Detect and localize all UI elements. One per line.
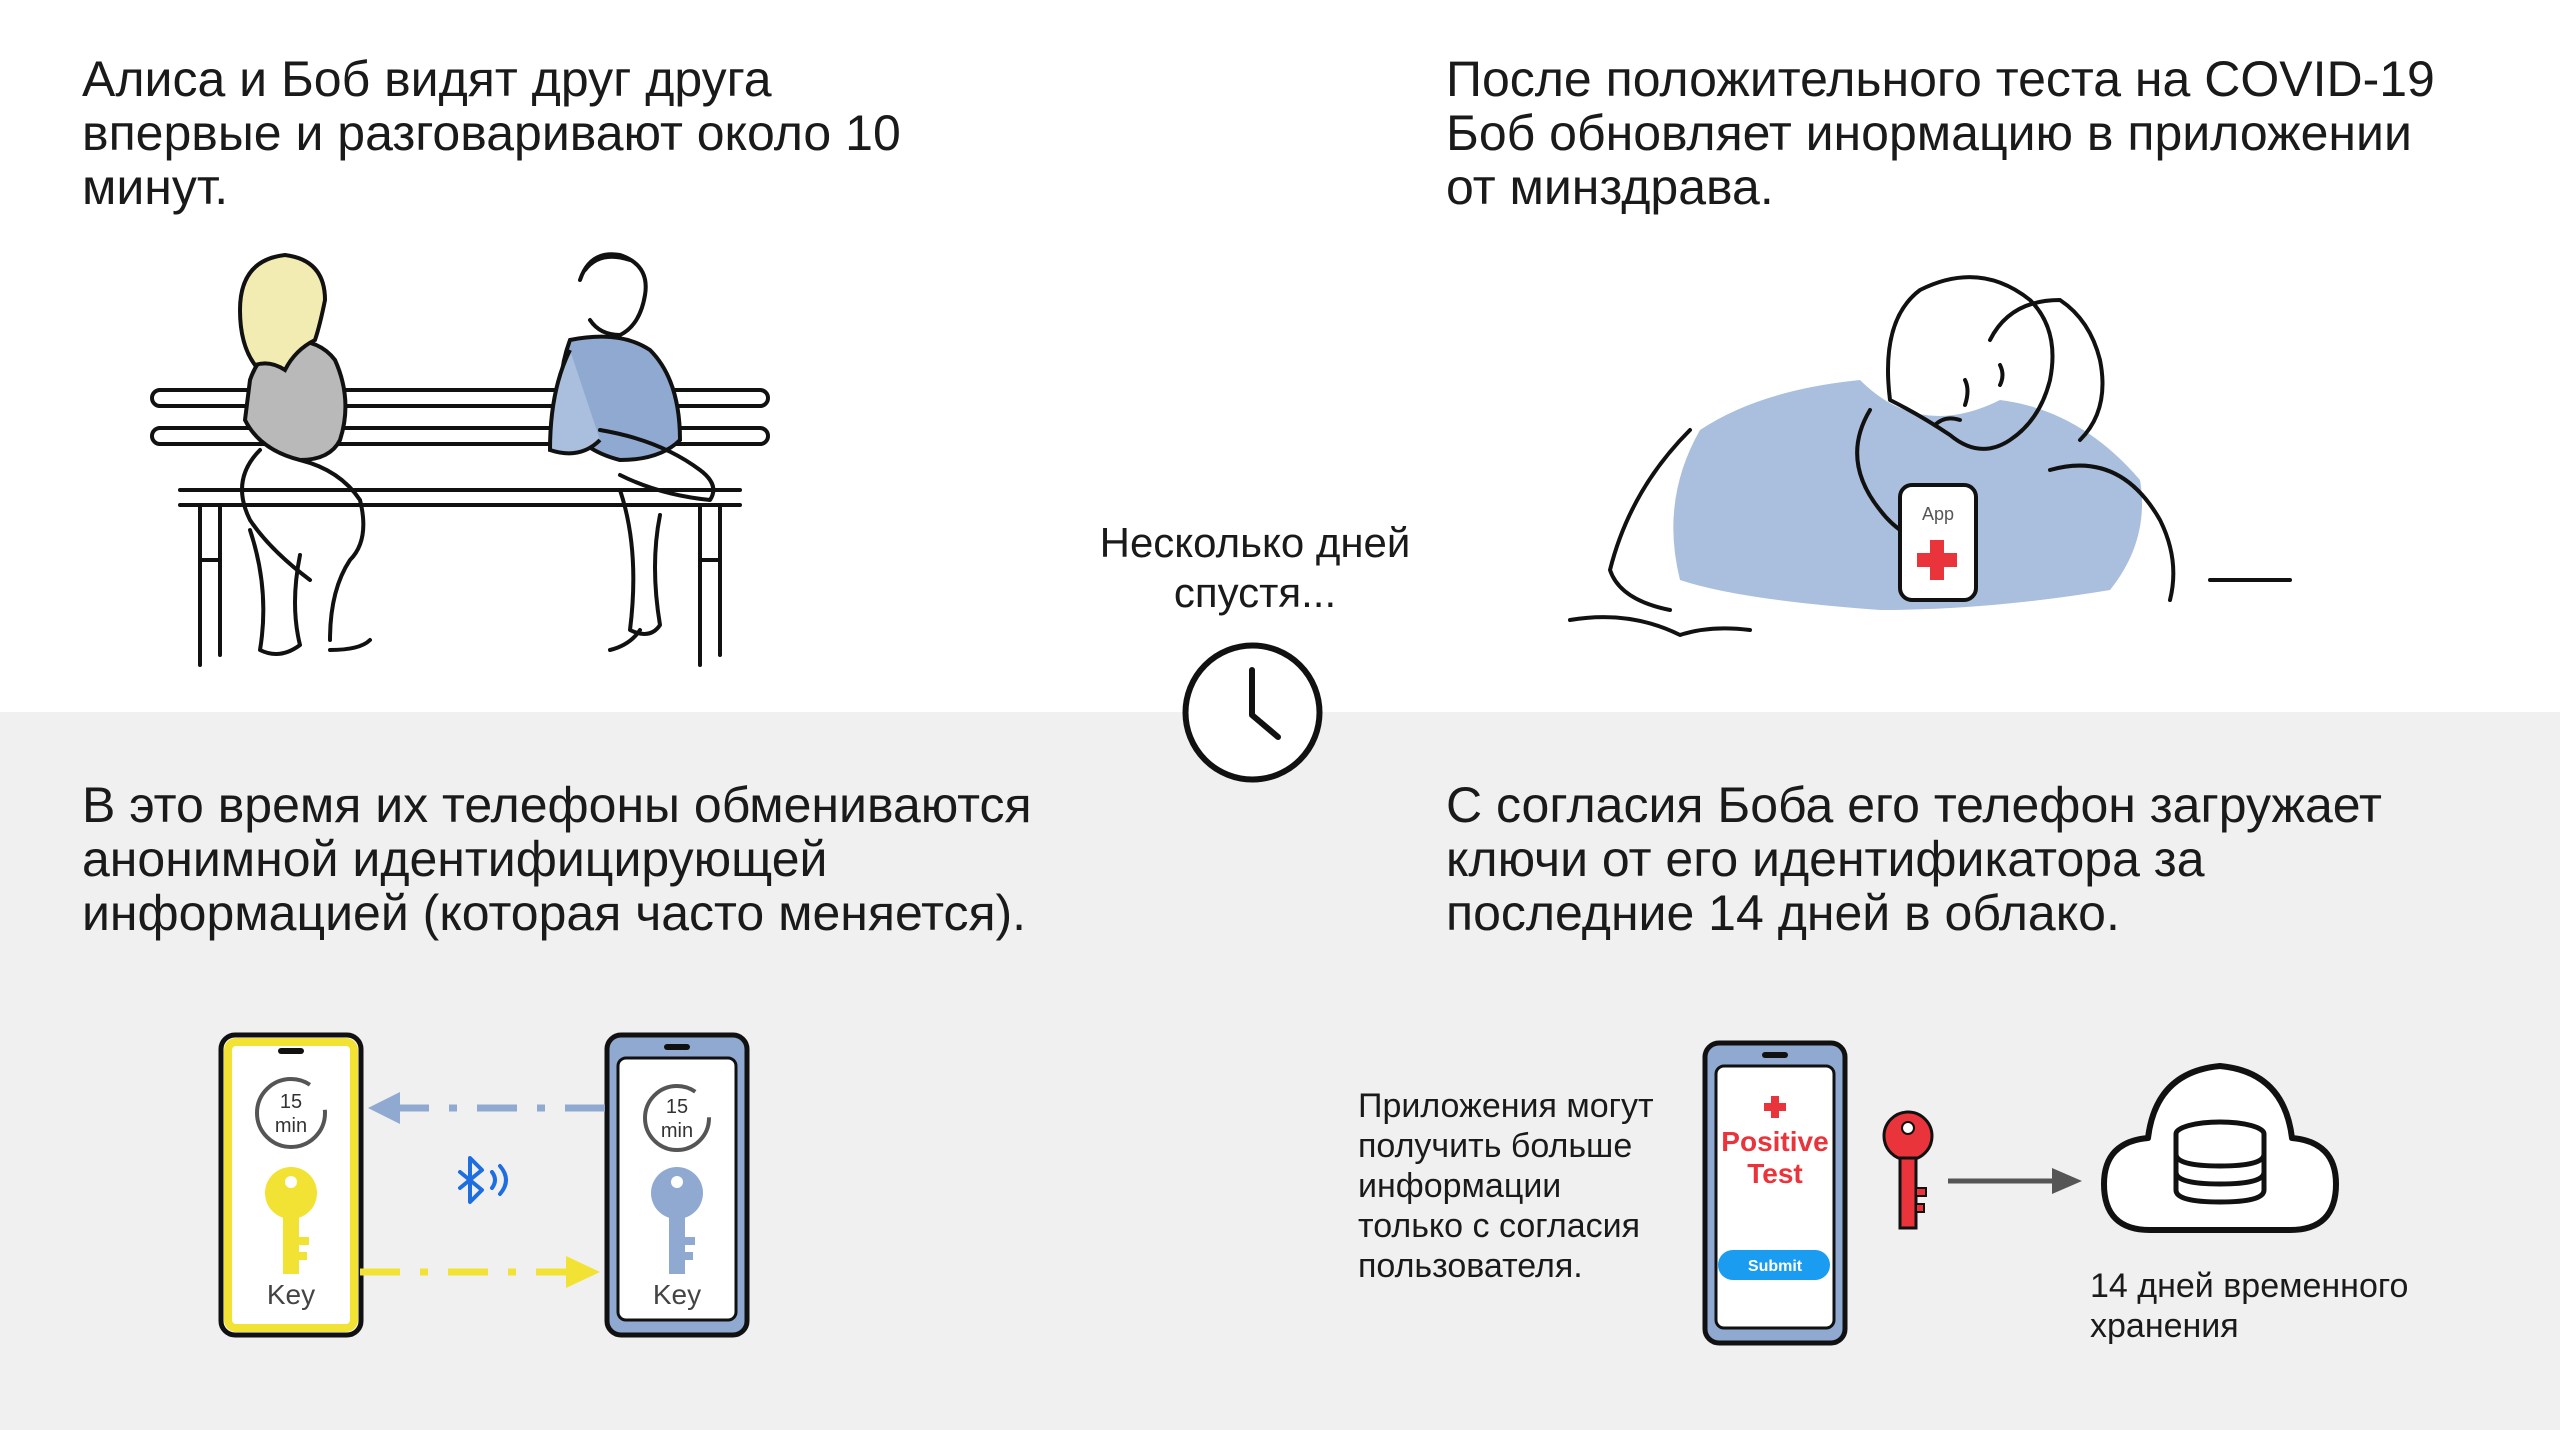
caption-line: После положительного теста на COVID-19	[1446, 51, 2435, 107]
key-label: Key	[267, 1279, 315, 1310]
caption-line: спустя...	[1173, 569, 1337, 616]
key-icon	[651, 1167, 703, 1274]
arrow-icon	[1948, 1168, 2082, 1194]
key-label: Key	[653, 1279, 701, 1310]
test-label: Test	[1747, 1158, 1803, 1189]
caption-line: ключи от его идентификатора за	[1446, 831, 2205, 887]
caption-line: анонимной идентифицирующей	[82, 831, 828, 887]
caption-line: Несколько дней	[1099, 519, 1411, 566]
positive-test-phone: Positive Test Submit	[1702, 1040, 1848, 1346]
bottom-background	[0, 712, 2560, 1430]
cloud-database-icon	[2101, 1063, 2339, 1233]
caption-line: минут.	[82, 159, 229, 215]
exchange-arrows	[360, 1092, 605, 1288]
arrow-icon	[360, 1256, 600, 1288]
caption-line: от минздрава.	[1446, 159, 1774, 215]
app-label: App	[1922, 504, 1954, 524]
caption-line: С согласия Боба его телефон загружает	[1446, 777, 2382, 833]
caption-line: информацией (которая часто меняется).	[82, 885, 1027, 941]
timer-unit: min	[661, 1120, 693, 1142]
positive-label: Positive	[1721, 1126, 1828, 1157]
note-line: информации	[1358, 1167, 1562, 1205]
caption-positive-test: После положительного теста на COVID-19 Б…	[1446, 52, 2435, 214]
timer-value: 15	[666, 1096, 688, 1118]
submit-button[interactable]	[1718, 1250, 1830, 1280]
submit-label: Submit	[1748, 1258, 1803, 1275]
cross-icon	[1764, 1096, 1786, 1118]
note-line: получить больше	[1358, 1127, 1633, 1165]
arrow-icon	[368, 1092, 605, 1124]
caption-line: последние 14 дней в облако.	[1446, 885, 2120, 941]
bluetooth-icon	[458, 1156, 508, 1204]
caption-exchange: В это время их телефоны обмениваются ано…	[82, 778, 1032, 940]
caption-line: впервые и разговаривают около 10	[82, 105, 901, 161]
clock-icon	[1182, 642, 1323, 783]
note-line: только с согласия	[1358, 1207, 1641, 1245]
phone-alice: 15 min Key	[218, 1032, 364, 1338]
key-icon	[1882, 1110, 1934, 1230]
timer-value: 15	[280, 1091, 302, 1113]
note-line: пользователя.	[1358, 1247, 1583, 1285]
timer-unit: min	[275, 1115, 307, 1137]
note-line: Приложения могут	[1358, 1087, 1654, 1125]
caption-meeting: Алиса и Боб видят друг друга впервые и р…	[82, 52, 901, 214]
sad-person-illustration: App	[1568, 275, 2292, 637]
note-line: 14 дней временного	[2090, 1267, 2409, 1305]
bench-illustration	[150, 252, 770, 667]
consent-note: Приложения могут получить больше информа…	[1358, 1086, 1654, 1286]
phone-bob: 15 min Key	[604, 1032, 750, 1338]
storage-note: 14 дней временного хранения	[2090, 1266, 2408, 1346]
caption-line: Боб обновляет инормацию в приложении	[1446, 105, 2412, 161]
caption-line: В это время их телефоны обмениваются	[82, 777, 1032, 833]
caption-line: Алиса и Боб видят друг друга	[82, 51, 772, 107]
caption-upload: С согласия Боба его телефон загружает кл…	[1446, 778, 2382, 940]
key-icon	[265, 1167, 317, 1274]
note-line: хранения	[2090, 1307, 2239, 1345]
cross-icon	[1917, 540, 1957, 580]
caption-days-later: Несколько дней спустя...	[1080, 518, 1430, 618]
